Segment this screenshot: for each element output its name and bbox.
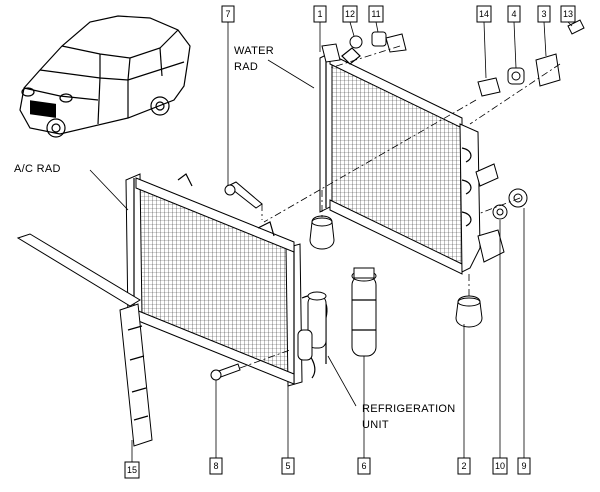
washer-10 [492,204,508,220]
leader-lines [89,21,573,462]
ref-label-6: 6 [361,461,366,471]
refrigeration-unit-label: REFRIGERATION UNIT [362,403,456,431]
cap-11 [371,31,407,53]
bush-14 [477,77,501,97]
ref-box-2: 2 [457,457,471,475]
refrigeration-unit-label-line1: REFRIGERATION [362,403,456,415]
rubber-mount-lower [455,295,483,328]
refrigeration-unit-part [351,267,377,357]
water-rad-label: WATER RAD [234,45,274,73]
car-illustration [19,15,191,138]
water-rad-label-line2: RAD [234,61,258,73]
ref-label-11: 11 [371,9,380,19]
ref-label-8: 8 [213,461,218,471]
ref-box-9: 9 [517,457,531,475]
mounting-bracket [16,233,153,447]
ref-box-7: 7 [221,5,235,23]
ref-label-1: 1 [317,9,322,19]
ref-label-3: 3 [541,9,546,19]
ref-label-12: 12 [345,9,355,19]
ref-label-5: 5 [285,461,290,471]
ref-label-9: 9 [521,461,526,471]
ref-box-8: 8 [209,457,223,475]
bolt-8 [210,363,241,381]
ref-box-13: 13 [560,5,576,23]
ref-label-13: 13 [563,9,573,19]
ref-box-3: 3 [537,5,551,23]
ref-label-10: 10 [495,461,505,471]
rubber-mount-upper [309,215,335,250]
drier-pipework [297,291,328,379]
bolt-7 [224,181,263,209]
ref-label-15: 15 [127,465,137,475]
ref-box-4: 4 [507,5,521,23]
refrigeration-unit-label-line2: UNIT [362,419,389,431]
ref-label-14: 14 [479,9,489,19]
ref-box-1: 1 [313,5,327,23]
ref-box-6: 6 [357,457,371,475]
ref-box-5: 5 [281,457,295,475]
ref-label-2: 2 [461,461,466,471]
mount-4 [507,67,525,85]
ref-box-10: 10 [492,457,508,475]
clip-12 [349,35,363,49]
ref-box-15: 15 [124,461,140,479]
bracket-3 [535,53,561,87]
sensor-13 [567,19,585,35]
grommet-9 [508,188,528,208]
ref-label-7: 7 [225,9,230,19]
water-rad-label-line1: WATER [234,45,274,57]
ac-condenser [125,173,303,387]
ref-box-14: 14 [476,5,492,23]
ref-label-4: 4 [511,9,516,19]
assembly-lines [239,45,561,369]
ref-box-11: 11 [368,5,384,23]
water-radiator [319,43,505,275]
ref-box-12: 12 [342,5,358,23]
ac-rad-label: A/C RAD [14,163,61,175]
